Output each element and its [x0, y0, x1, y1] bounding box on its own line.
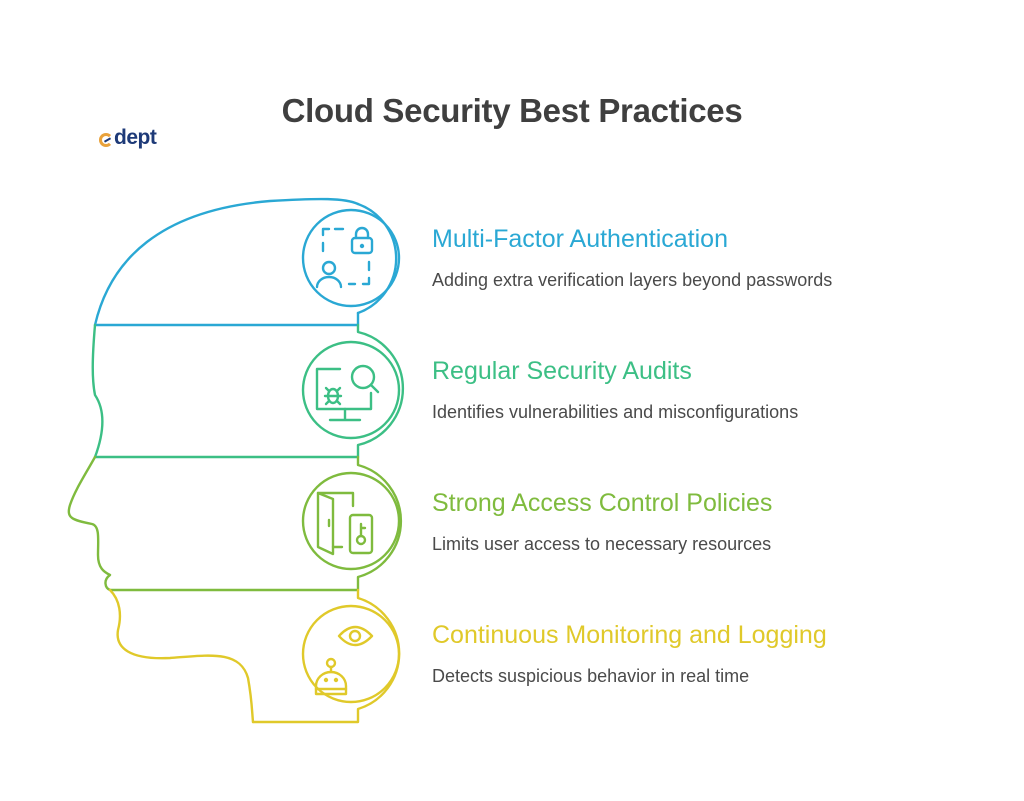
- page-title: Cloud Security Best Practices: [281, 92, 743, 129]
- practice-description: Adding extra verification layers beyond …: [432, 270, 833, 290]
- practice-title: Strong Access Control Policies: [432, 489, 773, 517]
- practice-title: Continuous Monitoring and Logging: [432, 621, 827, 649]
- user-lock-icon: [315, 226, 374, 289]
- icon-circle-1: [301, 208, 401, 308]
- robot-eye-icon: [314, 625, 374, 696]
- door-key-icon: [316, 491, 374, 556]
- practice-title: Regular Security Audits: [432, 357, 692, 385]
- practice-description: Identifies vulnerabilities and misconfig…: [432, 402, 799, 422]
- icon-circle-2: [301, 340, 401, 440]
- icon-circle-4: [301, 604, 401, 704]
- icon-circle-3: [301, 471, 401, 571]
- practice-title: Multi-Factor Authentication: [432, 225, 728, 253]
- practice-item-2: Regular Security Audits Identifies vulne…: [432, 356, 798, 424]
- logo-text: dept: [114, 126, 157, 149]
- head-segment-2: [91, 323, 405, 459]
- practice-description: Detects suspicious behavior in real time: [432, 666, 750, 686]
- practice-item-4: Continuous Monitoring and Logging Detect…: [432, 620, 827, 688]
- head-segment-3: [67, 455, 403, 592]
- logo: dept: [99, 126, 157, 150]
- practice-description: Limits user access to necessary resource…: [432, 534, 772, 554]
- logo-mark-icon: [99, 132, 113, 147]
- practice-item-1: Multi-Factor Authentication Adding extra…: [432, 224, 832, 292]
- practice-item-3: Strong Access Control Policies Limits us…: [432, 488, 772, 556]
- bug-search-monitor-icon: [315, 364, 380, 422]
